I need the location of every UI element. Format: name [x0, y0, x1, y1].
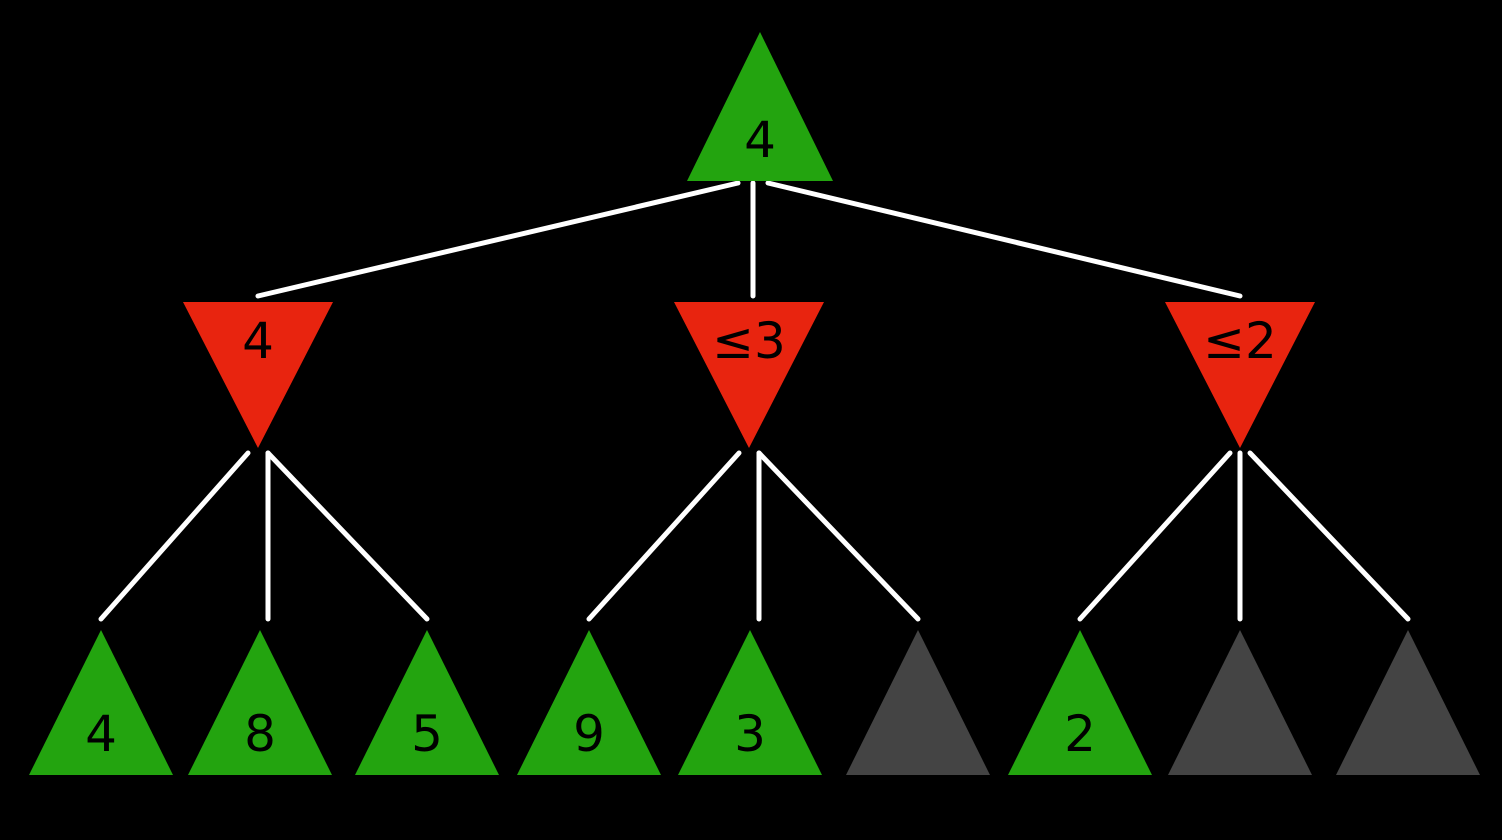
edge-root-min-0 — [255, 180, 741, 299]
node-label-leaf-1: 8 — [244, 705, 276, 763]
max-node-triangle — [1008, 630, 1152, 775]
tree-node-leaf-6: 2 — [1008, 630, 1152, 775]
node-label-min-0: 4 — [242, 312, 274, 370]
tree-node-root: 4 — [687, 32, 833, 181]
tree-node-leaf-1: 8 — [188, 630, 332, 775]
max-node-triangle — [678, 630, 822, 775]
edge-min-1-leaf-5 — [756, 450, 921, 622]
max-node-triangle — [355, 630, 499, 775]
edge-min-2-leaf-6 — [1077, 450, 1233, 622]
node-label-root: 4 — [744, 111, 776, 169]
edge-min-1-leaf-3 — [586, 450, 742, 622]
node-label-leaf-4: 3 — [734, 705, 766, 763]
node-label-min-2: ≤2 — [1203, 312, 1277, 370]
tree-node-min-1: ≤3 — [674, 302, 824, 448]
max-node-triangle — [29, 630, 173, 775]
min-node-triangle — [1165, 302, 1315, 448]
max-node-triangle — [517, 630, 661, 775]
tree-node-leaf-7 — [1168, 630, 1312, 775]
tree-node-leaf-2: 5 — [355, 630, 499, 775]
pruned-node-triangle — [1168, 630, 1312, 775]
node-label-min-1: ≤3 — [712, 312, 786, 370]
edge-root-min-2 — [765, 180, 1243, 299]
node-label-leaf-3: 9 — [573, 705, 605, 763]
max-node-triangle — [687, 32, 833, 181]
node-label-leaf-0: 4 — [85, 705, 117, 763]
edges-layer — [98, 180, 1411, 622]
pruned-node-triangle — [846, 630, 990, 775]
tree-node-min-2: ≤2 — [1165, 302, 1315, 448]
min-node-triangle — [674, 302, 824, 448]
tree-node-min-0: 4 — [183, 302, 333, 448]
tree-node-leaf-3: 9 — [517, 630, 661, 775]
max-node-triangle — [188, 630, 332, 775]
tree-node-leaf-8 — [1336, 630, 1480, 775]
node-label-leaf-2: 5 — [411, 705, 443, 763]
edge-min-0-leaf-0 — [98, 450, 251, 622]
pruned-node-triangle — [1336, 630, 1480, 775]
tree-node-leaf-4: 3 — [678, 630, 822, 775]
tree-node-leaf-0: 4 — [29, 630, 173, 775]
min-node-triangle — [183, 302, 333, 448]
tree-node-leaf-5 — [846, 630, 990, 775]
edge-min-0-leaf-2 — [265, 450, 430, 622]
edge-min-2-leaf-8 — [1247, 450, 1411, 622]
node-label-leaf-6: 2 — [1064, 705, 1096, 763]
nodes-layer: 4 4 ≤3 ≤2 4 8 5 9 3 2 — [29, 32, 1480, 775]
